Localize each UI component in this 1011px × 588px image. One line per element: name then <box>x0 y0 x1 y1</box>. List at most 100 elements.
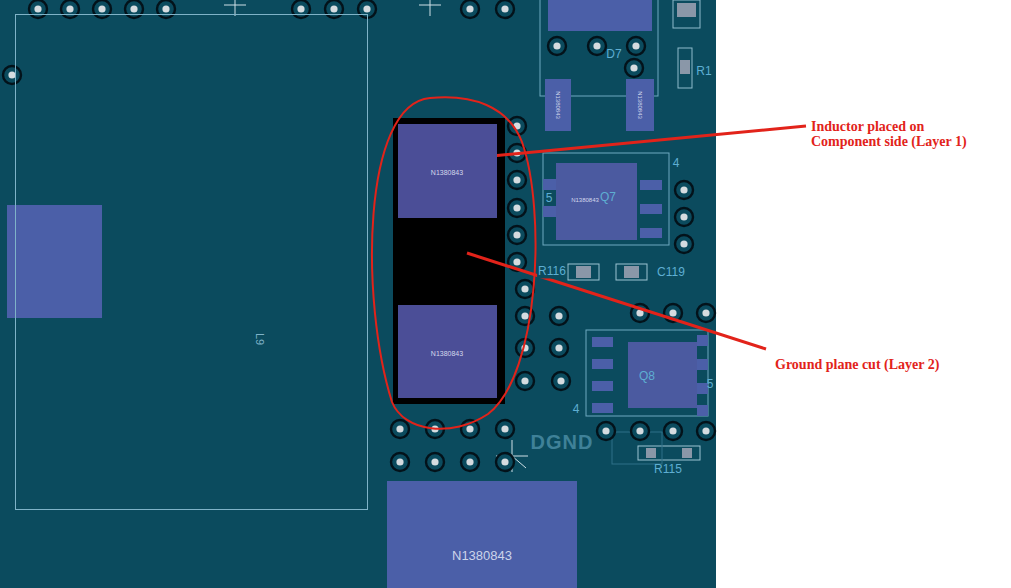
via <box>675 235 693 253</box>
annotation-note: Ground plane cut (Layer 2) <box>775 357 995 372</box>
via <box>675 208 693 226</box>
leader-line <box>450 126 806 160</box>
via <box>508 226 526 244</box>
via <box>391 420 409 438</box>
via <box>548 37 566 55</box>
diode-pad <box>548 0 652 31</box>
via-field <box>3 0 715 471</box>
via <box>516 372 534 390</box>
resistor-pad <box>576 266 591 278</box>
resistor-pad <box>680 60 690 74</box>
resistor-pad <box>638 446 700 460</box>
via <box>3 66 21 84</box>
transistor-lead <box>697 383 708 394</box>
capacitor-pad <box>624 266 639 278</box>
via <box>29 0 47 18</box>
pin-number: 4 <box>573 403 580 416</box>
diode-pad: N1380843 <box>545 79 571 131</box>
transistor-outline <box>543 153 669 245</box>
transistor-body: N1380843Q7 <box>556 163 637 240</box>
inductor-pad <box>7 205 102 318</box>
via <box>552 372 570 390</box>
net-name: N1380843 <box>452 549 512 562</box>
via <box>461 453 479 471</box>
annotation-note: Inductor placed on Component side (Layer… <box>811 119 989 150</box>
via <box>157 0 175 18</box>
net-name: N1380843 <box>637 91 643 119</box>
transistor-lead <box>592 337 613 347</box>
transistor-lead <box>543 179 556 190</box>
part-designator: R1 <box>696 65 711 78</box>
via <box>508 199 526 217</box>
via <box>426 453 444 471</box>
via <box>697 304 715 322</box>
board-ground <box>0 0 716 588</box>
via <box>516 280 534 298</box>
via <box>664 422 682 440</box>
pin-number: 5 <box>546 192 553 205</box>
net-name: N1380843 <box>555 91 561 119</box>
transistor-lead <box>697 405 708 416</box>
transistor-lead <box>543 206 556 217</box>
net-name: Q8 <box>639 370 655 382</box>
via <box>588 37 606 55</box>
inductor-pad: N1380843 <box>398 305 497 398</box>
via <box>496 0 514 18</box>
via <box>391 453 409 471</box>
via <box>625 59 643 77</box>
net-name: N1380843 <box>571 197 599 203</box>
part-designator: D7 <box>606 48 621 61</box>
net-name: N1380843 <box>431 350 463 357</box>
via <box>125 0 143 18</box>
part-designator: R115 <box>654 463 682 476</box>
net-name: DGND <box>531 431 594 453</box>
via <box>325 0 343 18</box>
via <box>597 422 615 440</box>
via <box>358 0 376 18</box>
diode-pad: N1380843 <box>626 79 654 131</box>
resistor-pad <box>568 264 599 280</box>
capacitor-pad <box>616 264 647 280</box>
part-designator: R116 <box>537 265 567 278</box>
via <box>550 307 568 325</box>
inductor-outline: L9 <box>15 14 368 510</box>
via <box>550 339 568 357</box>
via <box>508 171 526 189</box>
page-margin <box>716 0 1011 588</box>
transistor-lead <box>640 180 662 190</box>
crosshair <box>224 0 528 472</box>
resistor-pad <box>673 0 700 28</box>
transistor-lead <box>697 359 708 370</box>
resistor-outline <box>678 48 692 88</box>
net-name: N1380843 <box>431 169 463 176</box>
inductor-pad: N1380843 <box>398 124 497 218</box>
via <box>461 0 479 18</box>
copper-pad: N1380843 <box>387 481 577 588</box>
via <box>675 181 693 199</box>
part-designator: C119 <box>657 266 685 279</box>
transistor-body: Q8 <box>628 342 697 408</box>
transistor-lead <box>592 359 613 369</box>
leader-line <box>467 253 766 349</box>
part-designator: Q7 <box>600 191 616 203</box>
via <box>631 422 649 440</box>
via <box>627 37 645 55</box>
pin-number: 4 <box>673 157 680 170</box>
pin-number: 5 <box>707 378 714 391</box>
transistor-lead <box>697 335 708 346</box>
via <box>496 420 514 438</box>
resistor-pad <box>677 3 696 17</box>
transistor-lead <box>640 228 662 238</box>
via <box>496 453 514 471</box>
transistor-lead <box>592 403 613 413</box>
resistor-pad <box>646 448 656 458</box>
transistor-lead <box>640 204 662 214</box>
resistor-pad <box>682 448 692 458</box>
via <box>61 0 79 18</box>
transistor-outline <box>586 330 708 416</box>
transistor-lead <box>592 381 613 391</box>
via <box>93 0 111 18</box>
via <box>697 422 715 440</box>
highlight-ellipse <box>372 97 536 429</box>
via <box>292 0 310 18</box>
